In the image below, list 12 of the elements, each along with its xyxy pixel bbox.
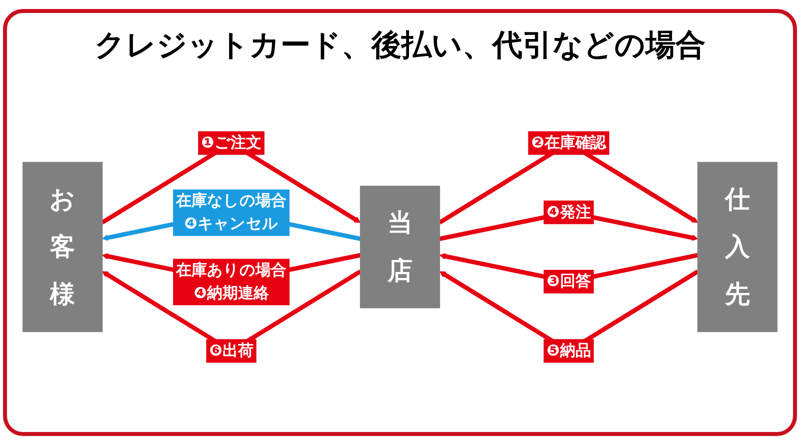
node-box [360, 186, 440, 308]
edge-label: ❷在庫確認 [531, 134, 606, 152]
title: クレジットカード、後払い、代引などの場合 [94, 27, 706, 65]
edge-label: ❸回答 [546, 272, 591, 290]
node-box [22, 162, 103, 332]
edge-label: ❺納品 [546, 342, 591, 360]
edge-label: ❻出荷 [209, 342, 254, 360]
edge-label: 在庫ありの場合 ❹納期連絡 [176, 260, 287, 302]
node-box [697, 162, 778, 332]
edge-label: 在庫なしの場合 ❹キャンセル [176, 191, 287, 232]
edge-label: ❶ご注文 [201, 134, 262, 152]
edge-label: ❹発注 [546, 202, 591, 221]
